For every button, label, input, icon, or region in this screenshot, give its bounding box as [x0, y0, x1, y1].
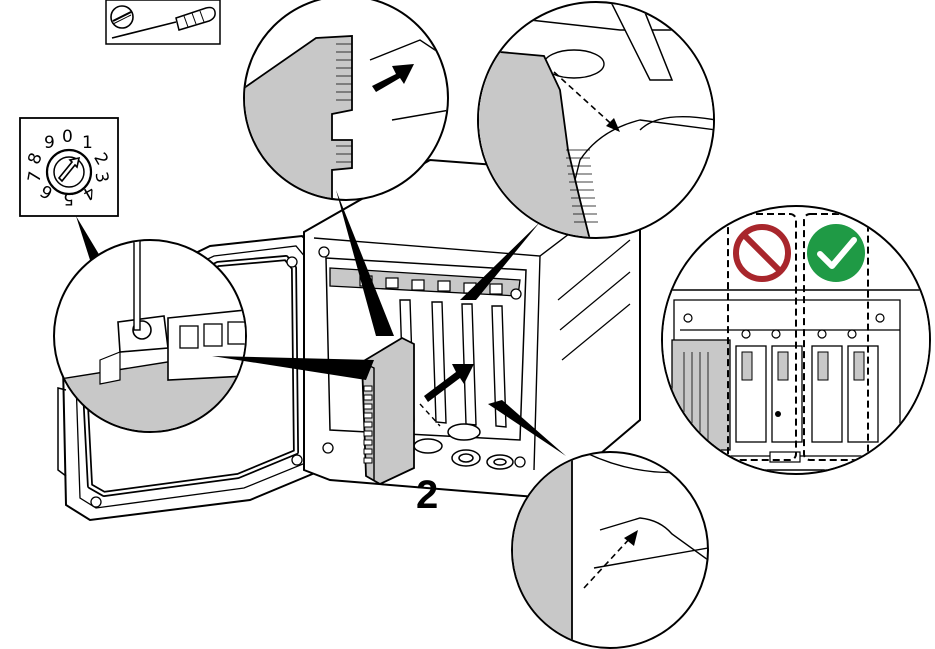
guide-arrow-icon — [553, 71, 620, 132]
dial-digit-7: 7 — [24, 170, 46, 184]
prohibited-icon — [733, 224, 791, 282]
switch-leader — [212, 356, 374, 380]
dial-digit-1: 1 — [82, 133, 93, 153]
module-edge-magnifier — [243, 0, 449, 336]
top-rail-magnifier — [460, 1, 715, 300]
switch-detail-magnifier — [53, 239, 374, 433]
right-slot-frame — [803, 213, 869, 461]
flat-screwdriver-icon — [110, 5, 216, 39]
align-arrow-icon — [583, 530, 638, 589]
arrow-icon — [57, 156, 81, 183]
dial-digit-0: 0 — [62, 127, 73, 147]
tool-box — [105, 0, 221, 45]
edge-leader — [336, 190, 394, 336]
expansion-module — [361, 336, 474, 486]
step-2-label: 2 — [416, 473, 438, 517]
dial-digit-9: 9 — [44, 133, 55, 153]
rail-leader — [460, 222, 540, 300]
insert-arrow-icon — [424, 364, 474, 402]
wrong-slot-frame — [727, 213, 797, 461]
dial-digit-5: 5 — [63, 188, 74, 208]
module-connector-pins — [363, 385, 373, 464]
guide-leader — [488, 400, 566, 456]
checkmark-icon — [807, 224, 865, 282]
dial-digit-3: 3 — [90, 170, 112, 184]
bottom-guide-magnifier — [488, 400, 709, 649]
slide-arrow-icon — [372, 64, 414, 92]
slot-selection-magnifier — [661, 205, 931, 475]
